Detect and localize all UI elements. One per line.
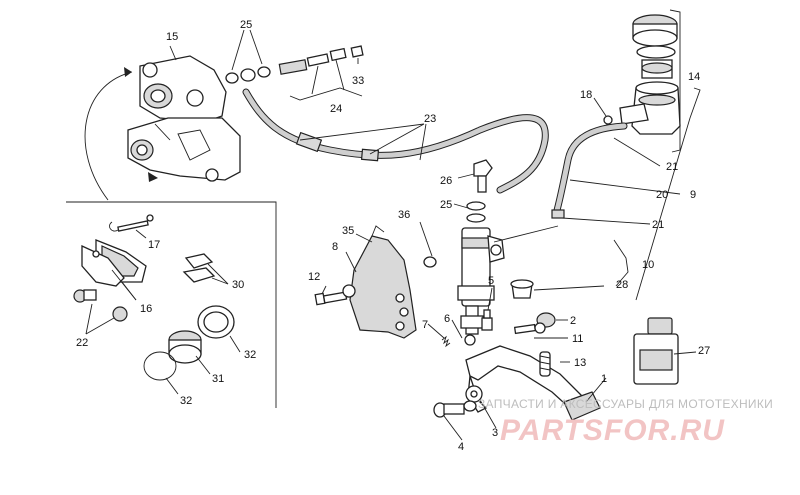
- callout-label: 28: [616, 279, 628, 291]
- banjo-bolt-26: [473, 159, 493, 193]
- spring-7: [441, 335, 451, 348]
- callout-label: 2: [570, 315, 576, 327]
- watermark: ЗАПЧАСТИ И АКСЕССУАРЫ ДЛЯ МОТОТЕХНИКИ PA…: [478, 397, 773, 447]
- callout-label: 16: [140, 303, 152, 315]
- pivot-bolt: [433, 400, 477, 418]
- callout-label: 36: [398, 209, 410, 221]
- callout-label: 17: [148, 239, 160, 251]
- callout-label: 27: [698, 345, 710, 357]
- callout-label: 35: [342, 225, 354, 237]
- rubber-boot-28: [510, 279, 534, 299]
- callout-label: 14: [688, 71, 700, 83]
- callout-label: 18: [580, 89, 592, 101]
- reservoir-hose: [551, 122, 628, 219]
- master-cylinder: [457, 201, 505, 346]
- callout-label: 33: [352, 75, 364, 87]
- callout-label: 24: [330, 103, 342, 115]
- callout-label: 13: [574, 357, 586, 369]
- callout-label: 6: [444, 313, 450, 325]
- callout-label: 25: [240, 19, 252, 31]
- pad-pins: [109, 214, 154, 232]
- bleed-plugs: [73, 289, 128, 322]
- heel-guard-bracket: [349, 225, 417, 339]
- callout-label: 21: [652, 219, 664, 231]
- callout-label: 1: [601, 373, 607, 385]
- callout-label: 8: [332, 241, 338, 253]
- callout-label: 32: [244, 349, 256, 361]
- leader-lines: [85, 9, 701, 441]
- callout-label: 7: [422, 319, 428, 331]
- brake-pedal: [465, 345, 601, 421]
- brake-caliper: [127, 55, 241, 182]
- callout-label: 23: [424, 113, 436, 125]
- callout-label: 15: [166, 31, 178, 43]
- callout-label: 25: [440, 199, 452, 211]
- washer-36: [423, 256, 437, 268]
- callout-label: 12: [308, 271, 320, 283]
- callout-label: 10: [642, 259, 654, 271]
- watermark-brand: PARTSFOR.RU: [500, 414, 725, 447]
- callout-label: 31: [212, 373, 224, 385]
- callout-label: 22: [76, 337, 88, 349]
- callout-label: 20: [656, 189, 668, 201]
- pad-spring-clips: [182, 253, 216, 283]
- callout-label: 9: [690, 189, 696, 201]
- reference-arrow: [84, 67, 158, 201]
- callout-labels: 1 2 3 4 5 6 7 8 9 10 11 12 13 14 15 16 1…: [76, 19, 710, 453]
- callout-label: 21: [666, 161, 678, 173]
- inset-frame: [66, 201, 277, 408]
- watermark-caption: ЗАПЧАСТИ И АКСЕССУАРЫ ДЛЯ МОТОТЕХНИКИ: [478, 397, 773, 411]
- callout-label: 26: [440, 175, 452, 187]
- callout-label: 4: [458, 441, 464, 453]
- caliper-pistons: [168, 305, 235, 364]
- callout-label: 5: [488, 275, 494, 287]
- return-spring-13: [539, 351, 551, 377]
- bolt-12: [314, 284, 356, 306]
- brake-fluid-bottle: [633, 317, 679, 385]
- callout-label: 30: [232, 279, 244, 291]
- bush-2-screw-11: [513, 312, 556, 335]
- fluid-reservoir: [603, 14, 681, 135]
- brake-hose: [242, 88, 549, 194]
- callout-label: 11: [572, 333, 583, 345]
- piston-seal: [143, 351, 177, 381]
- callout-label: 3: [492, 427, 498, 439]
- brake-pads: [81, 239, 147, 287]
- callout-label: 32: [180, 395, 192, 407]
- banjo-fittings: [225, 45, 364, 84]
- bolt-5: [481, 309, 493, 331]
